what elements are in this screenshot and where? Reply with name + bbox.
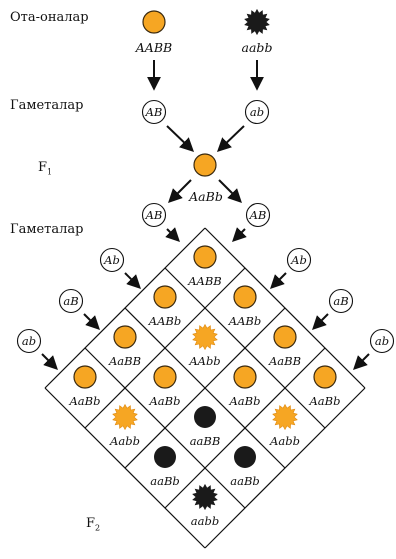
arrow-right-gamete-3 [353, 353, 370, 370]
cell-seed-2-1 [153, 365, 177, 389]
cell-genotype-0-3: AaBb [309, 394, 341, 408]
cell-seed-0-2 [273, 325, 297, 349]
right-gamete-3: ab [375, 334, 389, 348]
parent-seed-2 [244, 8, 270, 36]
f1-label-main: F [38, 160, 48, 175]
left-gamete-3-circle [16, 328, 42, 354]
arrow-left-gamete-3 [41, 353, 58, 370]
f1-genotype: AaBb [189, 189, 223, 204]
cell-seed-1-2 [233, 365, 257, 389]
arrow-f1-gamete-2 [232, 227, 247, 242]
gametes-label-grid: Гаметалар [10, 222, 84, 237]
gametes-label-top: Гаметалар [10, 98, 84, 113]
cell-seed-2-2 [194, 406, 216, 428]
right-gamete-1-circle [286, 247, 312, 273]
cell-genotype-0-2: AaBB [268, 354, 301, 368]
right-gamete-3-circle [369, 328, 395, 354]
right-gamete-1: Ab [290, 253, 307, 267]
cell-seed-2-0 [113, 325, 137, 349]
cell-seed-2-3 [234, 446, 256, 468]
parent-gamete-1: AB [145, 105, 163, 119]
cell-seed-1-3 [272, 403, 298, 431]
parent-seed-1 [142, 10, 166, 34]
left-gamete-2: aB [63, 294, 78, 308]
cell-genotype-1-3: Aabb [269, 434, 300, 448]
cell-seed-3-3 [192, 483, 218, 511]
cell-seed-0-0 [193, 245, 217, 269]
cell-genotype-1-1: AAbb [188, 354, 220, 368]
cell-seed-0-3 [313, 365, 337, 389]
f2-label-main: F [86, 516, 96, 531]
f1-gamete-1: AB [145, 208, 163, 222]
cell-seed-1-1 [192, 323, 218, 351]
parent-genotype-2: aabb [241, 40, 273, 55]
grid-line-b-4 [204, 387, 366, 549]
grid-line-b-1 [84, 267, 246, 429]
arrow-right-gamete-1 [270, 272, 287, 289]
cell-genotype-2-0: AaBB [108, 354, 141, 368]
f2-label: F2 [86, 516, 100, 533]
cell-genotype-0-0: AABB [187, 274, 222, 288]
arrows-layer [41, 60, 370, 370]
arrow-f1-gamete-1 [165, 227, 180, 242]
parents-label: Ота-оналар [10, 10, 89, 25]
cell-genotype-1-0: AABb [148, 314, 181, 328]
cell-genotype-2-3: aaBb [230, 474, 260, 488]
cell-genotype-3-3: aabb [191, 514, 219, 528]
punnett-grid [44, 227, 366, 549]
grid-line-b-2 [124, 307, 286, 469]
cell-seed-3-0 [73, 365, 97, 389]
cell-genotype-2-1: AaBb [149, 394, 181, 408]
grid-line-b-0 [44, 227, 206, 389]
cell-genotype-3-2: aaBb [150, 474, 180, 488]
arrow-right-gamete-2 [312, 313, 329, 330]
parent-gamete-2-circle [244, 99, 270, 125]
cell-genotype-3-1: Aabb [109, 434, 140, 448]
f1-gamete-2: AB [249, 208, 267, 222]
parent-gamete-2: ab [250, 105, 264, 119]
arrow-f1-left [168, 179, 192, 203]
cell-seed-0-1 [233, 285, 257, 309]
arrow-left-gamete-2 [83, 313, 100, 330]
parent-gamete-1-circle [141, 99, 167, 125]
f1-seed [193, 153, 217, 177]
right-gamete-2-circle [328, 288, 354, 314]
parent-genotype-1: AABB [135, 40, 173, 55]
cell-seed-1-0 [153, 285, 177, 309]
cell-genotype-0-1: AABb [228, 314, 261, 328]
f1-label-sub: 1 [47, 167, 53, 177]
f2-label-sub: 2 [95, 523, 101, 533]
left-gamete-1-circle [99, 247, 125, 273]
left-gamete-1: Ab [103, 253, 120, 267]
cell-seed-3-1 [112, 403, 138, 431]
arrow-gamete-2 [216, 125, 245, 152]
left-gamete-3: ab [22, 334, 36, 348]
cell-seed-3-2 [154, 446, 176, 468]
right-gamete-2: aB [333, 294, 348, 308]
arrow-left-gamete-1 [124, 272, 141, 289]
f1-label: F1 [38, 160, 52, 177]
grid-line-b-3 [164, 347, 326, 509]
f1-gamete-2-circle [245, 202, 271, 228]
cell-genotype-2-2: aaBB [190, 434, 221, 448]
f1-gamete-1-circle [141, 202, 167, 228]
left-gamete-2-circle [58, 288, 84, 314]
arrow-f1-right [218, 179, 242, 203]
cell-genotype-3-0: AaBb [69, 394, 101, 408]
cell-genotype-1-2: AaBb [229, 394, 261, 408]
arrow-gamete-1 [166, 125, 195, 152]
